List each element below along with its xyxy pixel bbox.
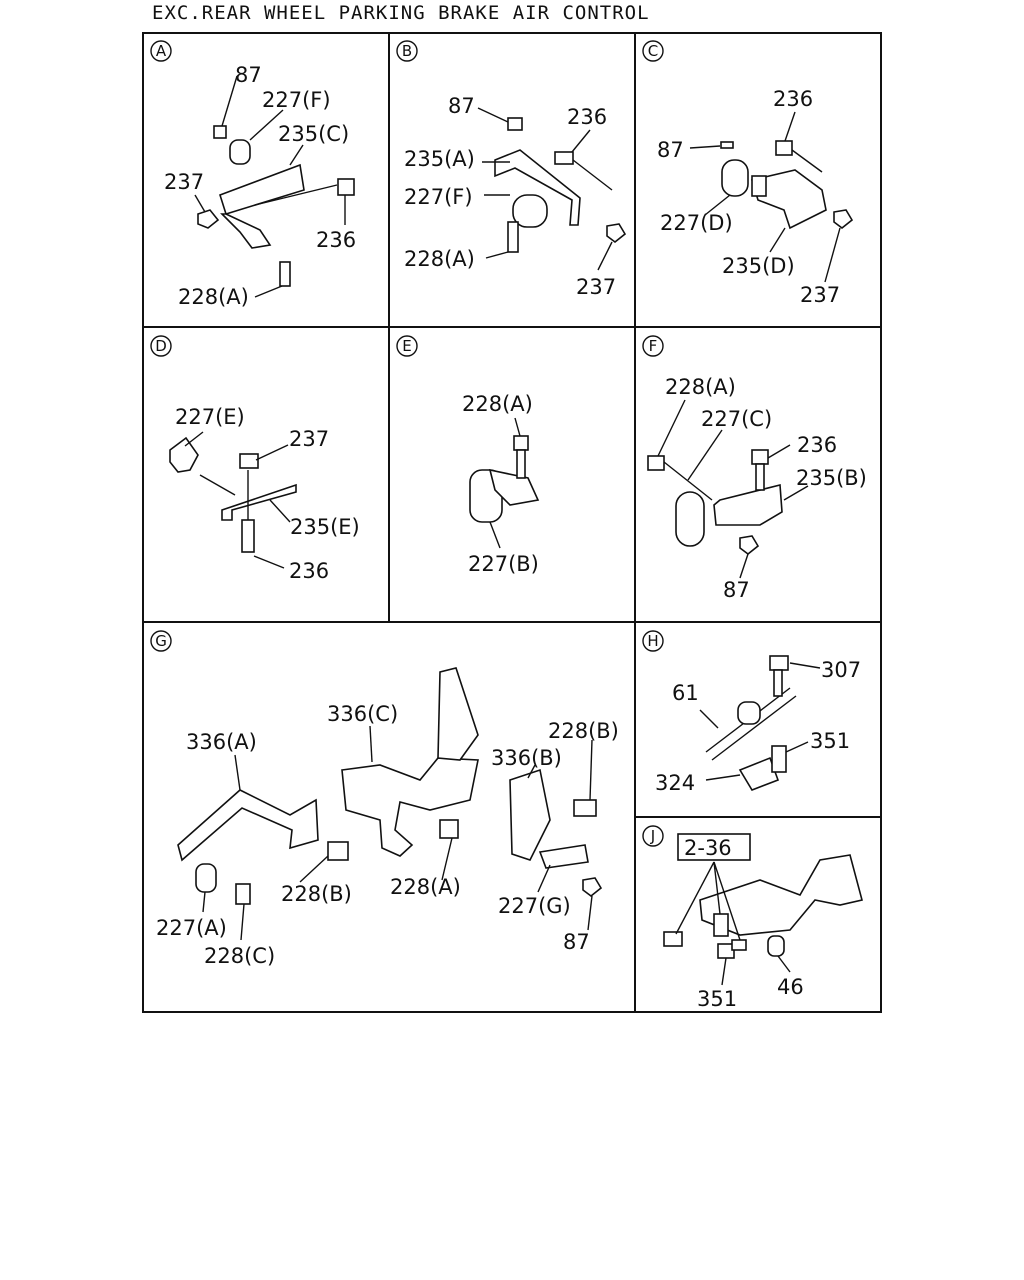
part-label: 236 [316,228,356,252]
panel-letters: A B C D E F G H J [150,40,664,847]
part-label: 235(B) [796,466,867,490]
part-label: 227(D) [660,211,733,235]
part-labels: 87 227(F) 235(C) 237 236 228(A) 87 236 2… [156,63,867,1011]
panel-e-drawing [469,417,540,549]
svg-text:J: J [650,827,655,845]
part-label: 228(A) [404,247,475,271]
part-label: 227(G) [498,894,571,918]
panel-j-drawing [663,833,863,986]
svg-text:D: D [155,337,167,355]
svg-text:H: H [647,632,658,650]
panel-c-drawing [689,111,854,283]
part-label: 228(B) [548,719,619,743]
panel-letter-e: E [396,335,418,357]
part-label: 336(C) [327,702,398,726]
svg-text:C: C [648,42,658,60]
part-label: 235(A) [404,147,475,171]
panel-d-drawing [169,431,297,569]
part-label: 227(E) [175,405,245,429]
part-label: 227(F) [404,185,473,209]
panel-letter-a: A [150,40,172,62]
part-label: 307 [821,658,861,682]
svg-text:B: B [402,42,412,60]
part-label: 227(B) [468,552,539,576]
part-label: 228(A) [390,875,461,899]
part-label: 2-36 [684,836,732,860]
panel-letter-d: D [150,335,172,357]
panel-letter-h: H [642,630,664,652]
panel-letter-g: G [150,630,172,652]
part-label: 227(A) [156,916,227,940]
part-label: 235(C) [278,122,349,146]
part-label: 87 [723,578,750,602]
svg-text:F: F [649,337,658,355]
part-label: 87 [448,94,475,118]
svg-text:E: E [402,337,411,355]
part-label: 324 [655,771,695,795]
part-label: 236 [567,105,607,129]
part-label: 228(C) [204,944,275,968]
part-label: 237 [576,275,616,299]
part-label: 235(E) [290,515,360,539]
svg-text:A: A [156,42,167,60]
panel-b-drawing [477,107,627,271]
part-label: 336(B) [491,746,562,770]
part-label: 228(A) [462,392,533,416]
part-label: 237 [800,283,840,307]
panel-g-drawing [177,667,603,941]
part-label: 228(A) [665,375,736,399]
part-label: 87 [657,138,684,162]
part-label: 336(A) [186,730,257,754]
part-label: 236 [773,87,813,111]
svg-text:G: G [155,632,167,650]
part-label: 351 [697,987,737,1011]
diagram-title: EXC.REAR WHEEL PARKING BRAKE AIR CONTROL [152,2,650,24]
panel-a-drawing [194,75,355,298]
part-label: 237 [164,170,204,194]
part-label: 87 [235,63,262,87]
part-label: 237 [289,427,329,451]
part-label: 227(F) [262,88,331,112]
panel-grid [142,32,882,1013]
part-label: 46 [777,975,804,999]
part-label: 228(A) [178,285,249,309]
part-label: 227(C) [701,407,772,431]
part-label: 236 [797,433,837,457]
part-label: 235(D) [722,254,795,278]
panel-h-drawing [699,655,821,791]
part-label: 87 [563,930,590,954]
panel-letter-j: J [642,825,664,847]
part-label: 351 [810,729,850,753]
panel-f-drawing [647,399,809,579]
part-label: 61 [672,681,699,705]
part-label: 228(B) [281,882,352,906]
panel-letter-f: F [642,335,664,357]
panel-letter-b: B [396,40,418,62]
panel-letter-c: C [642,40,664,62]
part-label: 236 [289,559,329,583]
